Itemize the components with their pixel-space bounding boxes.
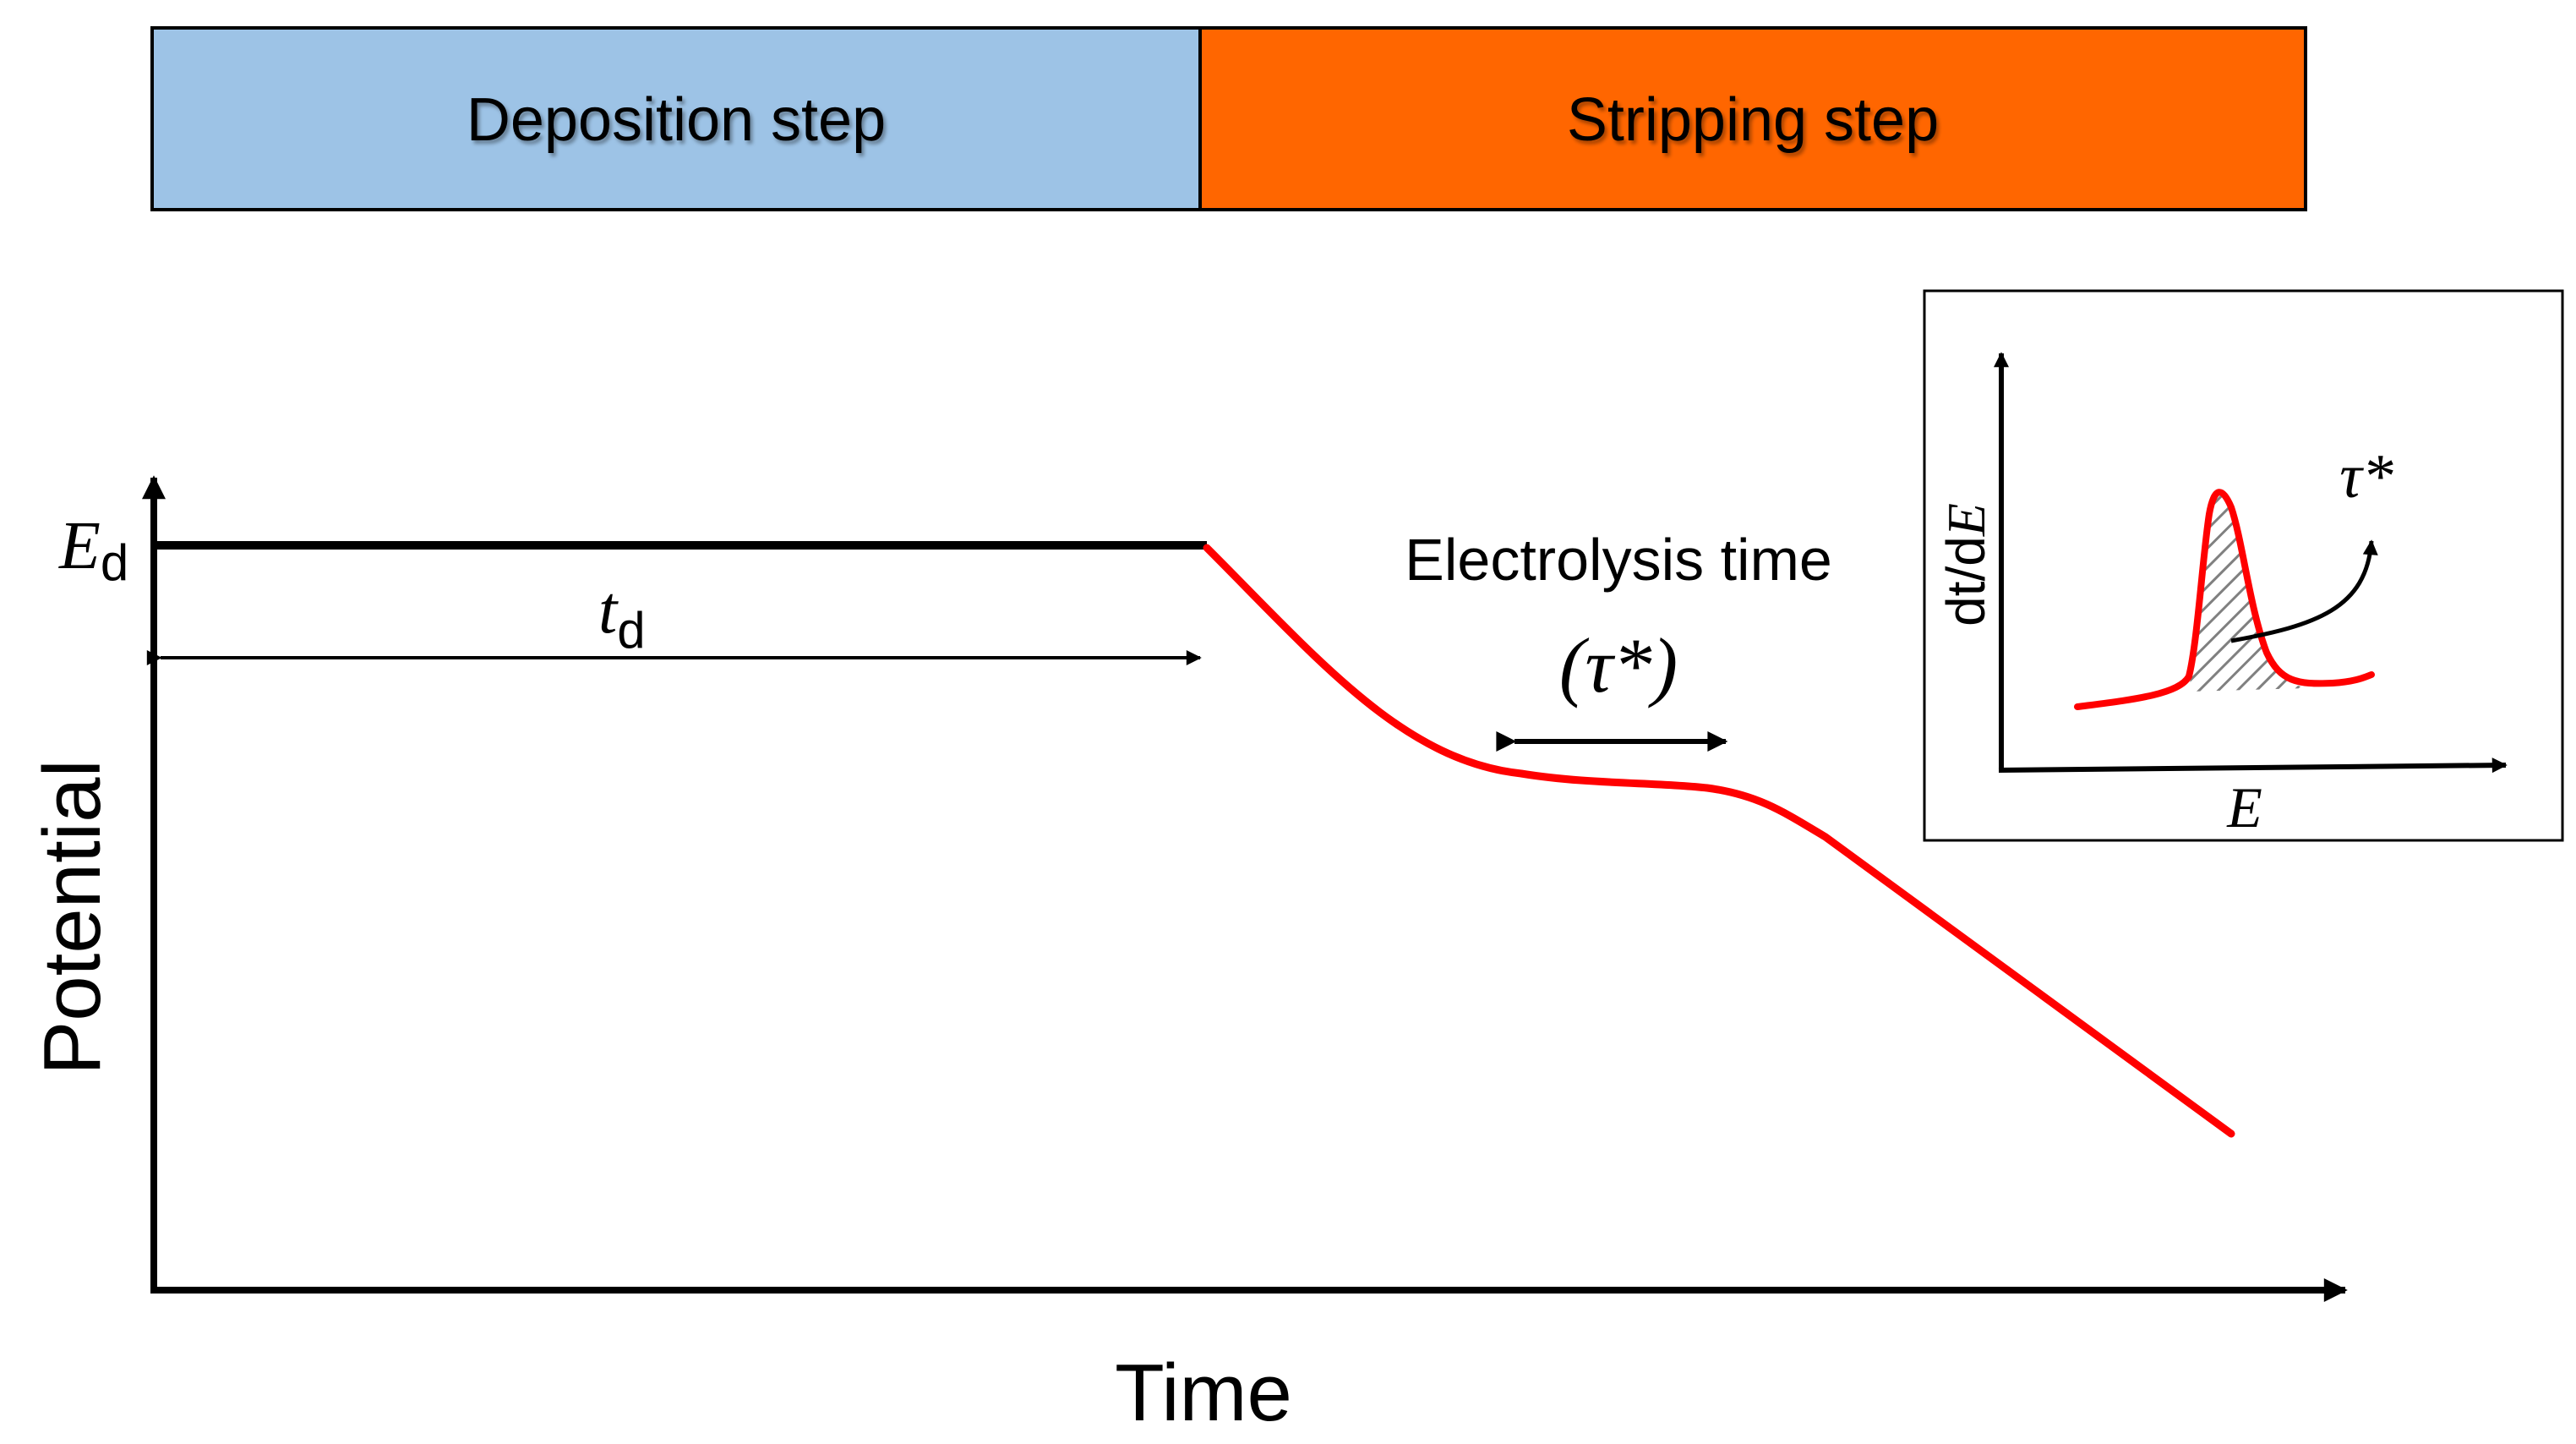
y-axis-label: Potential [27,759,117,1075]
x-axis-label: Time [1115,1348,1292,1438]
electrolysis-time-annotation: Electrolysis time (τ*) [1405,527,1832,752]
main-axes: Potential Time [27,475,2348,1438]
deposition-step-label: Deposition step [467,86,886,154]
peak-curve [2074,489,2375,710]
ed-label: Ed [58,509,128,591]
stripping-potential-curve [1203,544,2235,1138]
stripping-step-box [1198,26,2307,211]
inset-derivative-plot: dt/dE E τ* [1923,289,2564,842]
electrolysis-time-label: Electrolysis time [1405,527,1832,593]
td-label: td [598,573,646,659]
tau-pointer-arrow [2230,539,2378,643]
step-header: Deposition step Stripping step [150,26,2307,211]
inset-frame [1923,289,2564,842]
stripping-step-label: Stripping step [1567,86,1939,154]
inset-y-axis-label: dt/dE [1935,503,1996,626]
inset-tau-star-label: τ* [2339,442,2393,511]
inset-x-axis [1998,758,2508,774]
tau-star-label: (τ*) [1559,622,1678,708]
inset-x-axis-label: E [2226,775,2262,840]
deposition-step-box [150,26,1202,211]
